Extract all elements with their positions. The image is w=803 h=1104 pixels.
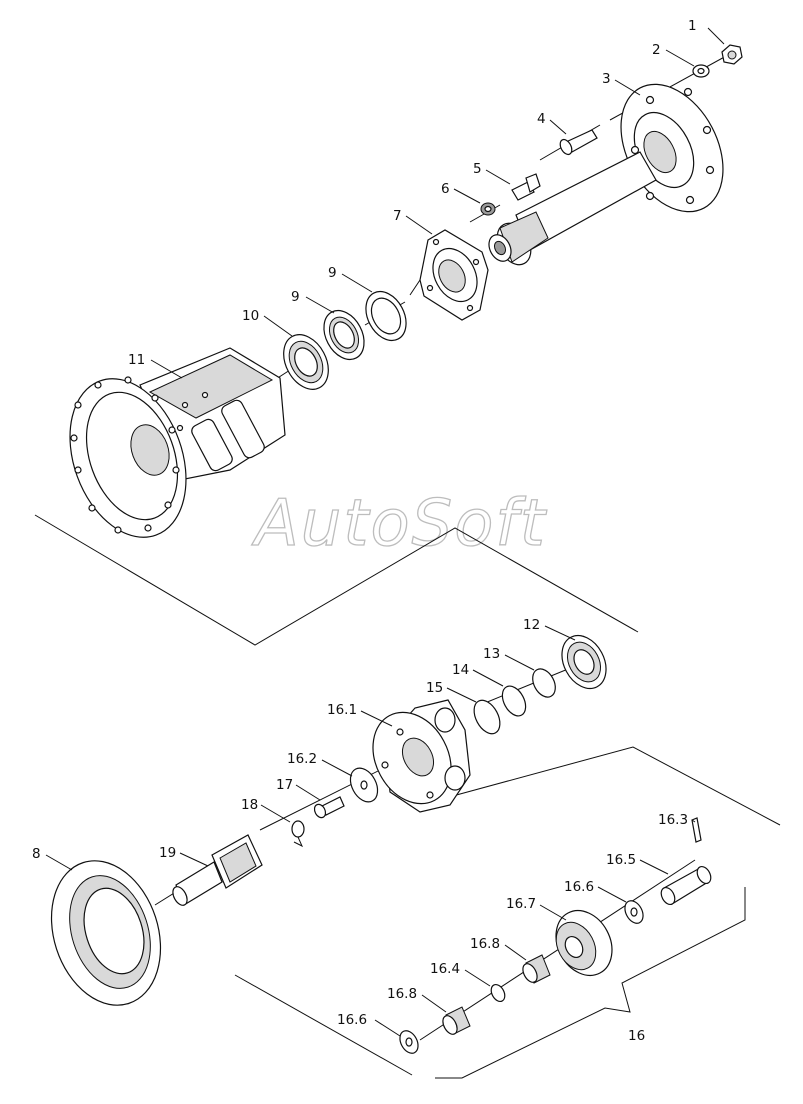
part-18-lock-plate xyxy=(291,820,305,848)
leader-lines xyxy=(45,27,725,1037)
callout-15: 15 xyxy=(426,680,443,696)
callout-16-4: 16.4 xyxy=(430,961,460,977)
callout-11: 11 xyxy=(128,352,145,368)
group-outline-lower xyxy=(234,746,781,1079)
callout-16-7: 16.7 xyxy=(506,896,536,912)
callout-6: 6 xyxy=(441,181,450,197)
part-11-axle-housing xyxy=(69,347,286,538)
part-3-axle-shaft xyxy=(488,83,724,266)
callout-16: 16 xyxy=(628,1028,645,1044)
callout-10: 10 xyxy=(242,308,259,324)
callout-12: 12 xyxy=(523,617,540,633)
part-16-7-planet-gear xyxy=(555,909,613,977)
callout-2: 2 xyxy=(652,42,661,58)
part-2-washer xyxy=(692,64,710,78)
part-16-6-thrust-washer-left xyxy=(399,1030,419,1054)
callout-16-6-right: 16.6 xyxy=(564,879,594,895)
part-17-screw xyxy=(313,796,345,819)
part-9-seal-inner xyxy=(323,309,365,361)
part-16-5-planet-pin xyxy=(660,865,712,906)
callout-17: 17 xyxy=(276,777,293,793)
part-10-bearing xyxy=(283,334,329,390)
callout-9-inner: 9 xyxy=(291,289,300,305)
callout-16-2: 16.2 xyxy=(287,751,317,767)
part-9-seal-outer xyxy=(365,290,407,342)
callout-16-5: 16.5 xyxy=(606,852,636,868)
part-8-ring-gear xyxy=(50,860,162,1006)
part-16-1-planet-carrier xyxy=(372,699,471,813)
callout-8: 8 xyxy=(32,846,41,862)
group-outline-upper xyxy=(34,514,639,646)
part-16-3-pin xyxy=(691,817,702,843)
callout-16-6-left: 16.6 xyxy=(337,1012,367,1028)
part-7-bearing-carrier xyxy=(419,229,489,321)
callout-9-outer: 9 xyxy=(328,265,337,281)
part-16-6-thrust-washer-right xyxy=(624,900,644,924)
part-4-bolt xyxy=(559,129,598,156)
part-16-2-washer xyxy=(349,767,379,803)
part-15-ring xyxy=(473,699,501,735)
callout-16-8-left: 16.8 xyxy=(387,986,417,1002)
part-1-nut xyxy=(721,44,743,65)
part-6-nut xyxy=(480,202,496,216)
callout-19: 19 xyxy=(159,845,176,861)
callout-3: 3 xyxy=(602,71,611,87)
callout-16-1: 16.1 xyxy=(327,702,357,718)
callout-18: 18 xyxy=(241,797,258,813)
part-16-4-spacer-ring xyxy=(490,983,506,1003)
callout-16-3: 16.3 xyxy=(658,812,688,828)
callout-5: 5 xyxy=(473,161,482,177)
part-19-sun-gear-shaft xyxy=(172,834,263,906)
part-5-bolt xyxy=(511,173,541,201)
part-14-ring xyxy=(501,685,527,717)
callout-7: 7 xyxy=(393,208,402,224)
part-12-bearing xyxy=(561,634,607,690)
part-13-ring xyxy=(532,668,556,698)
callout-4: 4 xyxy=(537,111,546,127)
callout-labels: 1 2 3 4 5 6 7 9 9 10 11 12 13 14 15 16.1… xyxy=(32,18,697,1044)
part-16-8-needle-bearing-left xyxy=(442,1006,471,1035)
callout-16-8-right: 16.8 xyxy=(470,936,500,952)
part-16-8-needle-bearing-right xyxy=(522,954,551,984)
callout-13: 13 xyxy=(483,646,500,662)
watermark-autosoft-part1: AutoSoft xyxy=(251,487,548,561)
callout-1: 1 xyxy=(688,18,697,34)
callout-14: 14 xyxy=(452,662,469,678)
